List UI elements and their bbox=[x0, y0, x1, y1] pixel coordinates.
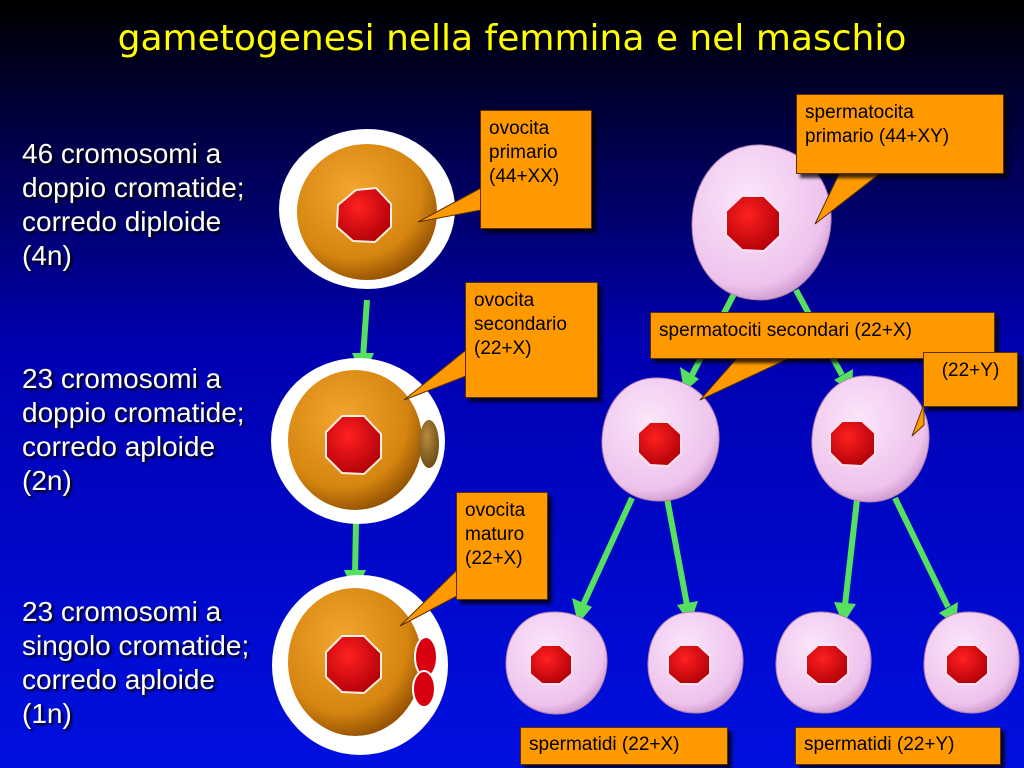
oocyte-primary bbox=[279, 129, 455, 289]
arrow-sperm-secondary-1-b bbox=[664, 497, 698, 624]
polar-body bbox=[412, 670, 436, 708]
spermatocyte-secondary-y bbox=[811, 375, 930, 503]
oocyte-secondary bbox=[271, 358, 445, 524]
polar-body bbox=[419, 420, 439, 468]
callout-spermatocita-primario: spermatocita primario (44+XY) bbox=[796, 94, 1004, 174]
spermatocyte-secondary-x bbox=[601, 377, 720, 502]
callout-spermatocita-y: (22+Y) bbox=[923, 352, 1018, 407]
callout-ovocita-maturo: ovocita maturo (22+X) bbox=[456, 492, 548, 600]
spermatid-2 bbox=[647, 611, 744, 714]
stage-label-haploid-single: 23 cromosomi a singolo cromatide; corred… bbox=[22, 596, 250, 729]
arrow-sperm-secondary-1-a bbox=[572, 496, 635, 624]
page-title: gametogenesi nella femmina e nel maschio bbox=[117, 18, 907, 59]
stage-label-diploid: 46 cromosomi a doppio cromatide; corredo… bbox=[22, 138, 245, 271]
oocyte-mature bbox=[272, 575, 448, 755]
arrow-sperm-secondary-2-a bbox=[834, 499, 860, 624]
callout-ovocita-primario: ovocita primario (44+XX) bbox=[480, 110, 592, 229]
spermatocyte-primary bbox=[691, 144, 832, 301]
spermatid-1 bbox=[505, 611, 608, 715]
label-spermatidi-x: spermatidi (22+X) bbox=[520, 727, 728, 765]
spermatid-4 bbox=[923, 611, 1020, 714]
callout-tails bbox=[399, 171, 925, 627]
callout-ovocita-secondario: ovocita secondario (22+X) bbox=[465, 282, 598, 398]
label-spermatidi-y: spermatidi (22+Y) bbox=[795, 727, 1001, 765]
spermatid-3 bbox=[775, 611, 872, 714]
arrow-sperm-secondary-2-b bbox=[892, 496, 958, 625]
callout-spermatociti-secondari: spermatociti secondari (22+X) bbox=[650, 312, 995, 359]
stage-label-haploid-double: 23 cromosomi a doppio cromatide; corredo… bbox=[22, 363, 245, 496]
